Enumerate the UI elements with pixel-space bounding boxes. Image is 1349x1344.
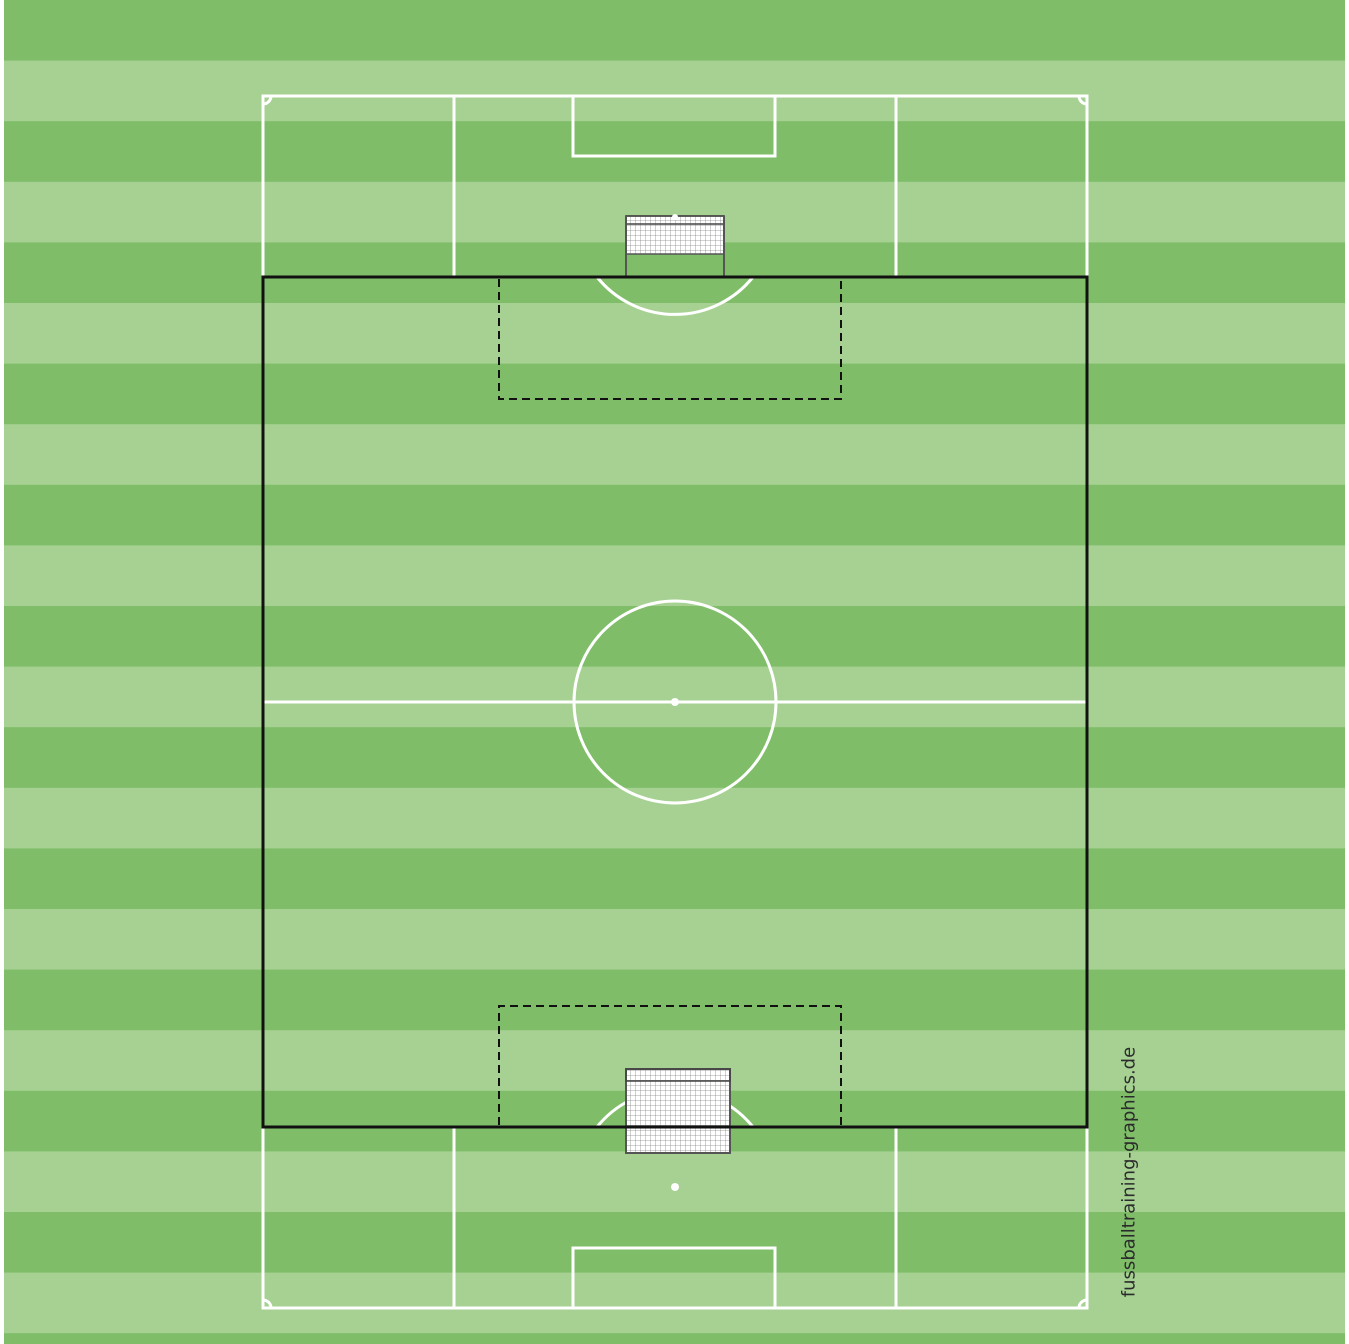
- goal-bottom: [626, 1069, 730, 1153]
- grass-stripe: [4, 1212, 1345, 1273]
- grass-stripe: [4, 303, 1345, 364]
- center-spot: [671, 698, 679, 706]
- grass-stripe: [4, 970, 1345, 1031]
- penalty-spot-bottom: [671, 1183, 679, 1191]
- grass-stripe: [4, 1151, 1345, 1212]
- grass-stripe: [4, 848, 1345, 909]
- goal-net-top: [626, 216, 724, 254]
- grass-stripe: [4, 667, 1345, 728]
- grass-stripe: [4, 1333, 1345, 1344]
- grass-stripe: [4, 788, 1345, 849]
- grass-stripe: [4, 485, 1345, 546]
- watermark-text: fussballtraining-graphics.de: [1119, 1047, 1140, 1297]
- grass-stripe: [4, 364, 1345, 425]
- grass-stripe: [4, 606, 1345, 667]
- grass-stripe: [4, 545, 1345, 606]
- penalty-spot-top: [672, 214, 678, 220]
- grass-stripe: [4, 909, 1345, 970]
- grass-stripe: [4, 61, 1345, 122]
- grass-stripe: [4, 424, 1345, 485]
- grass-stripe: [4, 1273, 1345, 1334]
- grass-stripe: [4, 727, 1345, 788]
- grass-stripe: [4, 0, 1345, 61]
- grass-stripe: [4, 121, 1345, 182]
